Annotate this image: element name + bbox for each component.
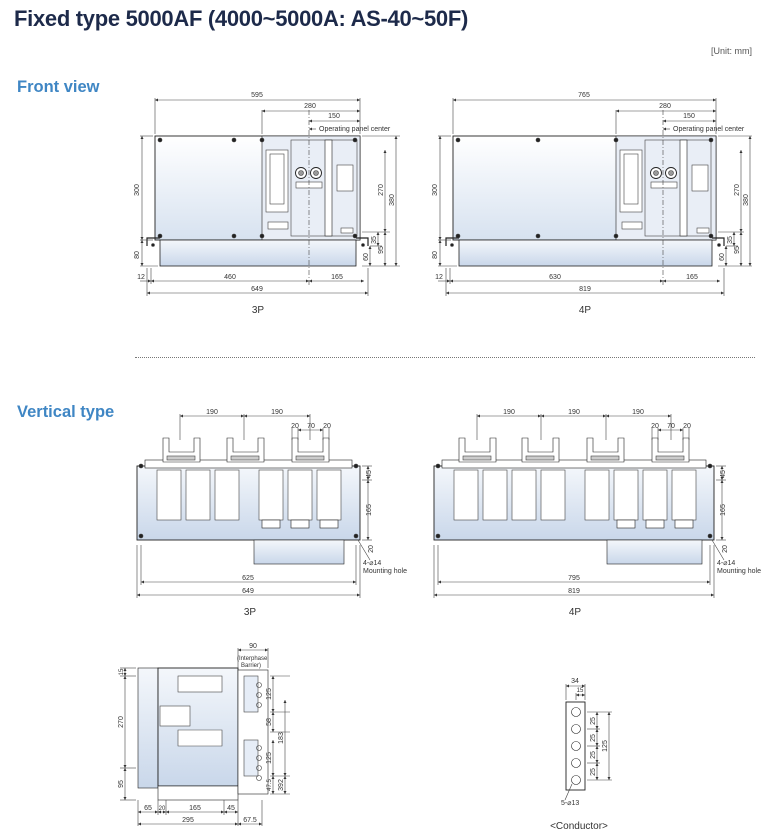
vert-4p-dim-45: 45 bbox=[720, 470, 727, 478]
vert-3p-dim-20c: 20 bbox=[368, 545, 375, 553]
conductor-dim-25b: 25 bbox=[590, 734, 597, 742]
vert-3p-dim-20a: 20 bbox=[291, 423, 299, 430]
front-3p-dim-649: 649 bbox=[251, 286, 263, 293]
side-dim-270: 270 bbox=[118, 716, 125, 728]
vert-4p-dim-819: 819 bbox=[568, 588, 580, 595]
side-dim-15: 15 bbox=[119, 668, 125, 675]
front-4p-dim-819: 819 bbox=[579, 286, 591, 293]
vert-4p-dim-20a: 20 bbox=[651, 423, 659, 430]
side-dim-392: 392 bbox=[278, 779, 285, 791]
unit-note: [Unit: mm] bbox=[710, 46, 752, 56]
conductor-dim-25a: 25 bbox=[590, 717, 597, 725]
front-4p-dim-380: 380 bbox=[743, 194, 750, 206]
vert-3p-dim-190b: 190 bbox=[271, 409, 283, 416]
front-3p-dim-280: 280 bbox=[304, 103, 316, 110]
front-4p-dim-150: 150 bbox=[683, 113, 695, 120]
front-4p-dim-60: 60 bbox=[719, 253, 726, 261]
front-4p-dim-630: 630 bbox=[549, 274, 561, 281]
front-4p-dim-765: 765 bbox=[578, 92, 590, 99]
front-3p-dim-380: 380 bbox=[389, 194, 396, 206]
front-4p-dim-35: 35 bbox=[727, 236, 734, 244]
front-4p-dim-165: 165 bbox=[686, 274, 698, 281]
side-dim-67-5: 67.5 bbox=[243, 817, 257, 824]
front-3p-center-label: Operating panel center bbox=[319, 126, 391, 133]
vert-3p-dim-649: 649 bbox=[242, 588, 254, 595]
vert-3p-mount-label: Mounting hole bbox=[363, 568, 407, 575]
vert-4p-mount-label: Mounting hole bbox=[717, 568, 761, 575]
vert-4p-dim-70: 70 bbox=[667, 423, 675, 430]
side-dim-45: 45 bbox=[227, 805, 235, 812]
section-title-vertical-type: Vertical type bbox=[17, 403, 115, 421]
vert-3p-dim-190a: 190 bbox=[206, 409, 218, 416]
side-dim-165: 165 bbox=[189, 805, 201, 812]
front-4p-dim-80: 80 bbox=[432, 251, 439, 259]
front-3p-dim-80: 80 bbox=[134, 251, 141, 259]
caption-conductor: <Conductor> bbox=[550, 821, 608, 832]
vert-3p-hole-label: 4-⌀14 bbox=[363, 560, 381, 567]
page-title: Fixed type 5000AF (4000~5000A: AS-40~50F… bbox=[14, 6, 469, 31]
front-view-4p bbox=[438, 98, 752, 296]
front-3p-dim-12: 12 bbox=[137, 274, 145, 281]
front-4p-dim-270: 270 bbox=[734, 184, 741, 196]
side-dim-47-5: 47.5 bbox=[267, 779, 273, 791]
caption-front-3p: 3P bbox=[252, 305, 265, 316]
front-3p-dim-150: 150 bbox=[328, 113, 340, 120]
front-4p-dim-95: 95 bbox=[734, 246, 741, 254]
vert-4p-dim-20c: 20 bbox=[722, 545, 729, 553]
conductor-dim-25d: 25 bbox=[590, 768, 597, 776]
vert-3p-dim-45: 45 bbox=[366, 470, 373, 478]
front-3p-dim-300: 300 bbox=[134, 184, 141, 196]
conductor-dim-34: 34 bbox=[571, 678, 579, 685]
vert-3p-dim-625: 625 bbox=[242, 575, 254, 582]
vert-4p-hole-label: 4-⌀14 bbox=[717, 560, 735, 567]
front-3p-dim-270: 270 bbox=[378, 184, 385, 196]
vert-4p-dim-165: 165 bbox=[720, 504, 727, 516]
conductor-dim-15: 15 bbox=[577, 688, 584, 694]
vert-4p-dim-20b: 20 bbox=[683, 423, 691, 430]
front-4p-dim-300: 300 bbox=[432, 184, 439, 196]
side-dim-183: 183 bbox=[278, 732, 285, 744]
vert-3p-dim-20b: 20 bbox=[323, 423, 331, 430]
side-dim-20: 20 bbox=[159, 806, 166, 812]
side-dim-95: 95 bbox=[118, 780, 125, 788]
side-barrier-label-1: (Interphase bbox=[237, 656, 268, 662]
section-title-front-view: Front view bbox=[17, 78, 100, 96]
conductor-drawing bbox=[564, 684, 612, 801]
vert-3p-dim-165: 165 bbox=[366, 504, 373, 516]
side-dim-90: 90 bbox=[249, 643, 257, 650]
front-3p-dim-35: 35 bbox=[371, 236, 378, 244]
conductor-hole-label: 5-⌀13 bbox=[561, 800, 579, 807]
caption-vert-3p: 3P bbox=[244, 607, 257, 618]
front-3p-dim-60: 60 bbox=[363, 253, 370, 261]
conductor-dim-125: 125 bbox=[602, 740, 609, 752]
front-4p-dim-12: 12 bbox=[435, 274, 443, 281]
side-dim-65: 65 bbox=[144, 805, 152, 812]
side-dim-125a: 125 bbox=[266, 688, 273, 700]
side-dim-295: 295 bbox=[182, 817, 194, 824]
front-3p-dim-460: 460 bbox=[224, 274, 236, 281]
side-barrier-label-2: Barrier) bbox=[241, 663, 261, 669]
caption-vert-4p: 4P bbox=[569, 607, 582, 618]
section-divider bbox=[135, 357, 755, 358]
side-view bbox=[120, 648, 290, 826]
vert-4p-dim-190b: 190 bbox=[568, 409, 580, 416]
front-3p-dim-95: 95 bbox=[378, 246, 385, 254]
side-dim-58: 58 bbox=[266, 718, 273, 726]
front-3p-dim-165: 165 bbox=[331, 274, 343, 281]
caption-front-4p: 4P bbox=[579, 305, 592, 316]
front-3p-dim-595: 595 bbox=[251, 92, 263, 99]
vert-4p-dim-795: 795 bbox=[568, 575, 580, 582]
front-4p-center-label: Operating panel center bbox=[673, 126, 745, 133]
front-4p-dim-280: 280 bbox=[659, 103, 671, 110]
vert-3p-dim-70: 70 bbox=[307, 423, 315, 430]
vert-4p-dim-190c: 190 bbox=[632, 409, 644, 416]
vert-4p-dim-190a: 190 bbox=[503, 409, 515, 416]
conductor-dim-25c: 25 bbox=[590, 751, 597, 759]
vertical-view-3p bbox=[136, 414, 372, 598]
front-view-3p bbox=[140, 98, 400, 296]
side-dim-125b: 125 bbox=[266, 752, 273, 764]
vertical-view-4p bbox=[433, 414, 726, 598]
